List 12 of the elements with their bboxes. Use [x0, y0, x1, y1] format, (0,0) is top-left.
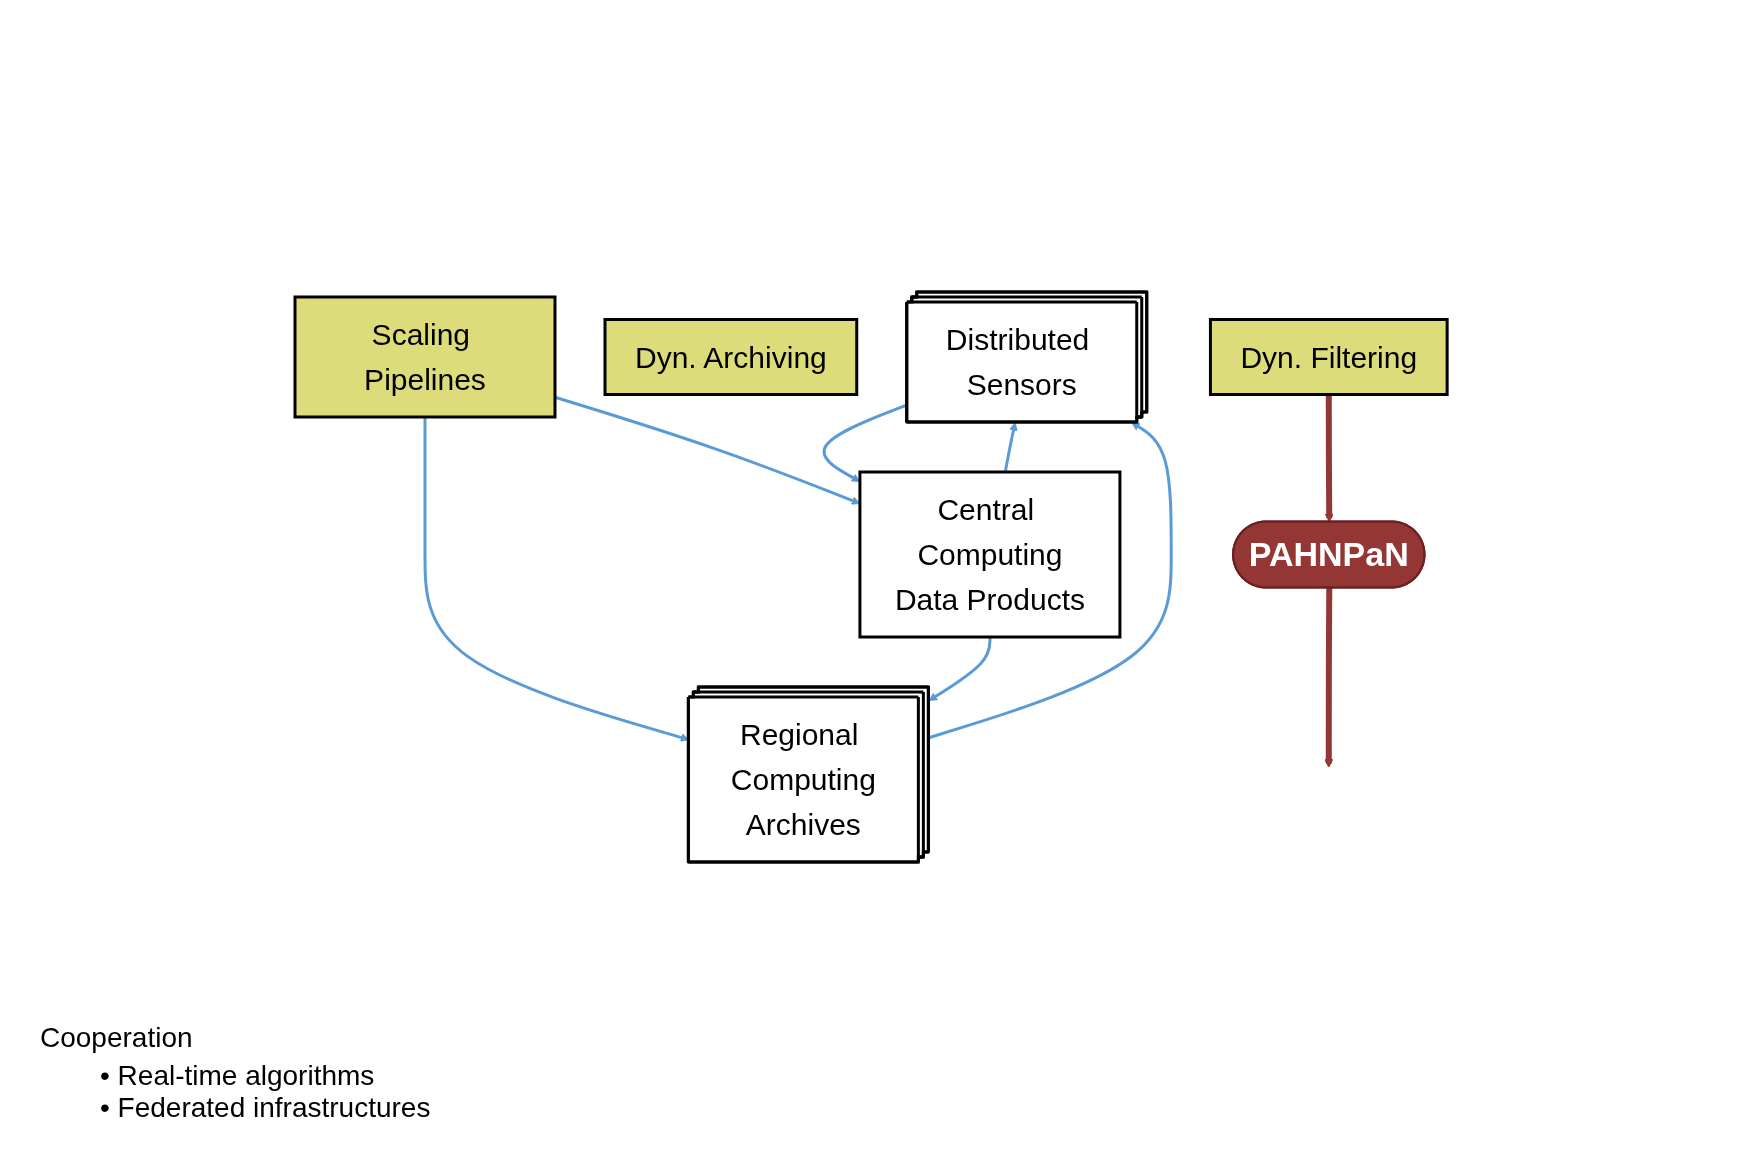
- arrow: [928, 637, 992, 702]
- arrow: [1004, 422, 1019, 473]
- node-box: Dyn. Archiving: [603, 318, 859, 396]
- node-box: Dyn. Filtering: [1209, 318, 1450, 396]
- arrow: [1324, 587, 1334, 768]
- arrow: [928, 422, 1174, 740]
- bullet-item: • Federated infrastructures: [100, 1092, 431, 1124]
- note-heading: Cooperation: [40, 1022, 194, 1054]
- bullet-item: • Real-time algorithms: [100, 1060, 375, 1092]
- node-box: Scaling Pipelines: [293, 295, 557, 419]
- arrow: [1325, 394, 1335, 523]
- node-box: Central Computing Data Products: [858, 470, 1122, 639]
